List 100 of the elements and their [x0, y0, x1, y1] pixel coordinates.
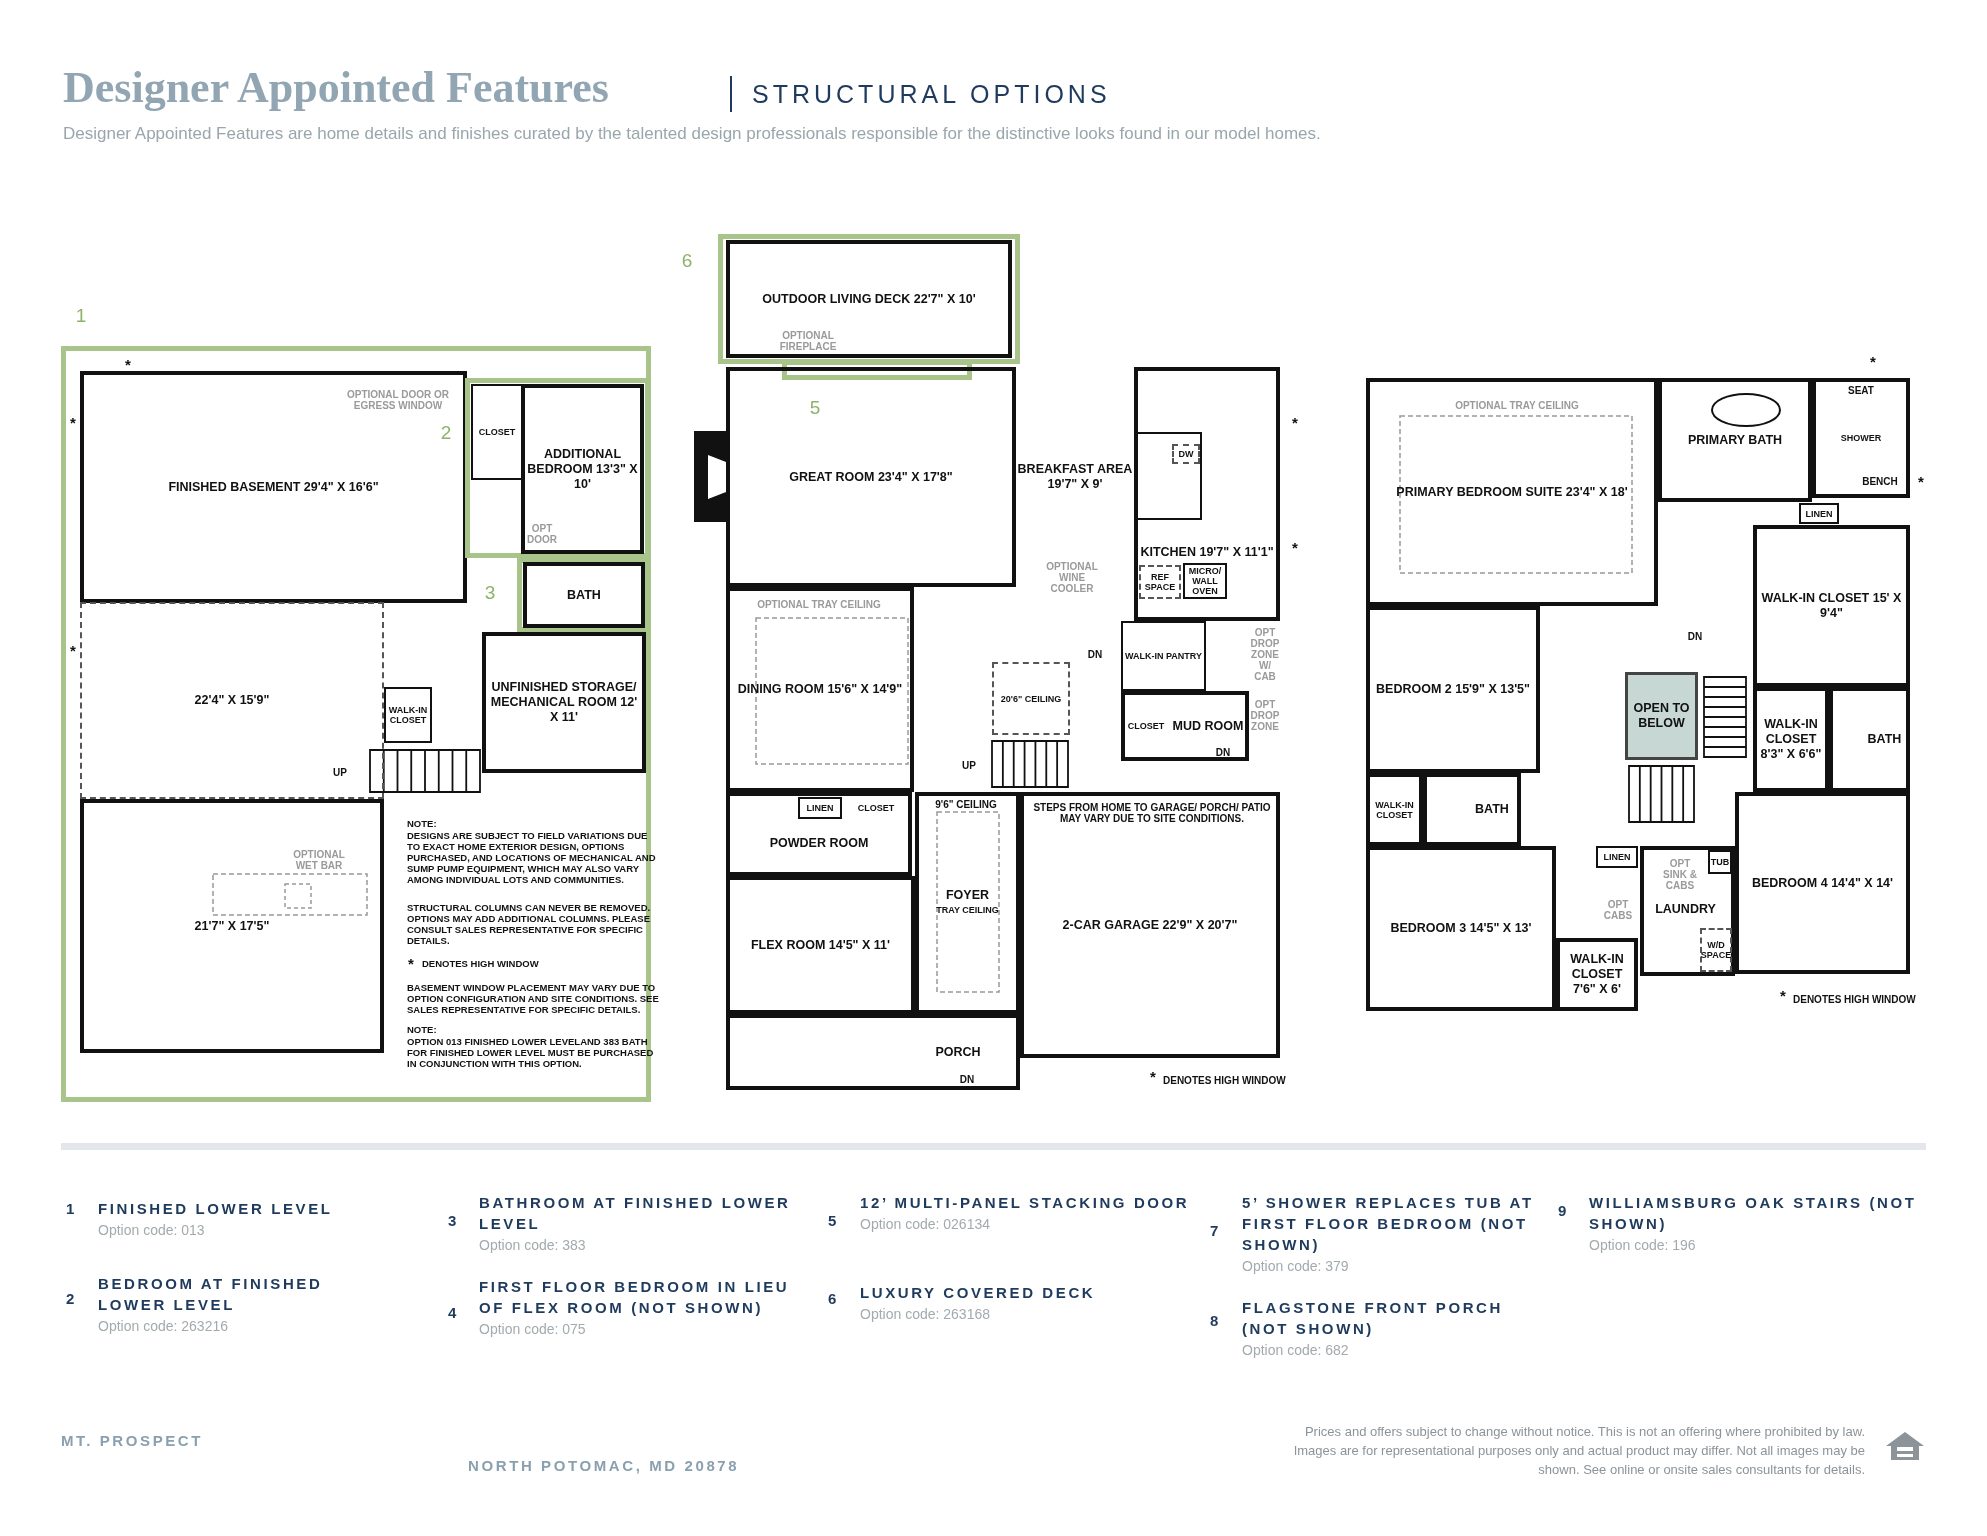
plan-note: OPT SINK & CABS — [1662, 857, 1698, 891]
option-code: Option code: 196 — [1589, 1236, 1697, 1255]
room-label: REF SPACE — [1143, 572, 1177, 592]
asterisk-mark: * — [1918, 473, 1924, 489]
room-label: MICRO/ WALL OVEN — [1187, 566, 1223, 596]
room-outline — [1753, 687, 1829, 792]
room-outline — [1735, 792, 1910, 974]
room-label: BEDROOM 4 14'4" X 14' — [1751, 875, 1894, 891]
plan-note: OPTIONAL WINE COOLER — [1045, 560, 1099, 594]
option-number: 6 — [828, 1290, 837, 1307]
option-number: 6 — [681, 251, 693, 271]
room-label: BEDROOM 2 15'9" X 13'5" — [1376, 682, 1530, 697]
room-outline — [482, 632, 646, 773]
room-label: CLOSET — [857, 803, 895, 813]
plan-note: OPTIONAL WET BAR — [292, 849, 346, 871]
disclaimer-text: Prices and offers subject to change without notice. This is not an offering where prohibited by law. Images are for representational purposes only and actual product may differ. Not all images may be shown. See online or onsite sales consultants for details. — [1292, 1423, 1865, 1479]
note-text: NOTE: — [407, 818, 438, 829]
room-label: WALK-IN CLOSET — [1374, 799, 1415, 820]
room-label: BATH — [1867, 732, 1902, 747]
option-title: BATHROOM AT FINISHED LOWER LEVEL — [479, 1193, 792, 1234]
room-label: 2-CAR GARAGE 22'9" X 20'7" — [1062, 917, 1238, 933]
plan-note: OPT DROP ZONE — [1250, 698, 1280, 732]
room-label: WALK-IN PANTRY — [1125, 651, 1202, 661]
plan-note: OPTIONAL TRAY CEILING — [1455, 399, 1579, 411]
asterisk-mark: * — [70, 642, 76, 658]
room-label: TRAY CEILING — [936, 904, 999, 917]
subtitle: Designer Appointed Features are home details and finishes curated by the talented design professionals responsible for the distinctive looks found in our model homes. — [63, 124, 1321, 144]
room-outline — [1121, 691, 1249, 761]
closet-outline — [1121, 621, 1206, 691]
plan-note: STEPS FROM HOME TO GARAGE/ PORCH/ PATIO MAY VARY DUE TO SITE CONDITIONS. — [1032, 802, 1272, 824]
room-label: LAUNDRY — [1655, 902, 1716, 917]
room-label: FINISHED BASEMENT 29'4" X 16'6" — [168, 479, 379, 495]
asterisk-mark: * — [408, 955, 414, 971]
asterisk-mark: * — [1780, 987, 1786, 1003]
plan-note: OPTIONAL DOOR OR EGRESS WINDOW — [345, 389, 450, 411]
room-label: 22'4" X 15'9" — [194, 693, 270, 708]
room-label: TUB — [1710, 857, 1730, 867]
room-label: W/D SPACE — [1700, 940, 1732, 960]
room-label: OPEN TO BELOW — [1632, 701, 1691, 731]
closet-outline — [1596, 846, 1638, 868]
option-number: 8 — [1210, 1312, 1219, 1329]
room-label: PRIMARY BATH — [1687, 432, 1783, 448]
asterisk-mark: * — [70, 414, 76, 430]
open-area — [1625, 672, 1698, 760]
option-code: Option code: 075 — [479, 1320, 587, 1339]
section-heading: STRUCTURAL OPTIONS — [752, 80, 1111, 109]
option-title: 12’ MULTI-PANEL STACKING DOOR — [860, 1193, 1190, 1213]
plan-note: DN — [1087, 648, 1103, 660]
dashed-outline — [1139, 565, 1181, 599]
room-label: BREAKFAST AREA 19'7" X 9' — [1016, 462, 1134, 492]
room-label: WALK-IN CLOSET 7'6" X 6' — [1569, 952, 1625, 997]
room-label: LINEN — [806, 803, 834, 813]
room-label: 21'7" X 17'5" — [194, 918, 270, 934]
room-outline — [1829, 687, 1910, 792]
option-number: 3 — [484, 583, 496, 603]
room-label: ADDITIONAL BEDROOM 13'3" X 10' — [526, 446, 639, 492]
option-code: Option code: 263168 — [860, 1305, 991, 1324]
plan-note: UP — [333, 766, 347, 778]
room-label: UNFINISHED STORAGE/ MECHANICAL ROOM 12' X 11' — [489, 680, 639, 725]
room-label: WALK-IN CLOSET 15' X 9'4" — [1760, 591, 1903, 621]
note-text: DESIGNS ARE SUBJECT TO FIELD VARIATIONS DUE TO EXACT HOME EXTERIOR DESIGN, OPTIONS PURCHASED, AND LOCATIONS OF MECHANICAL AND SUMP PUMP EQUIPMENT, WHICH MAY ALSO VARY AMONG INDIVIDUAL LOTS AND COMMUNITIES. — [407, 830, 657, 885]
plan-note: DN — [1215, 746, 1231, 758]
room-label: WALK-IN CLOSET — [387, 705, 429, 725]
plan-note: OPTIONAL FIREPLACE — [778, 330, 838, 352]
note-text: OPTION 013 FINISHED LOWER LEVELAND 383 BATH FOR FINISHED LOWER LEVEL MUST BE PURCHASED IN CONJUNCTION WITH THIS OPTION. — [407, 1036, 655, 1069]
option-code: Option code: 013 — [98, 1221, 206, 1240]
option-title: LUXURY COVERED DECK — [860, 1283, 1097, 1303]
room-label: SHOWER — [1840, 433, 1882, 443]
option-number: 9 — [1558, 1202, 1567, 1219]
room-outline — [80, 371, 467, 603]
plan-note: SEAT — [1848, 384, 1874, 396]
plan-note: 9'6" CEILING — [935, 798, 997, 810]
plan-note: UP — [962, 759, 976, 771]
asterisk-mark: * — [1292, 539, 1298, 555]
room-outline — [726, 587, 914, 792]
dashed-outline — [80, 602, 384, 799]
room-outline — [521, 384, 644, 554]
asterisk-mark: * — [1292, 414, 1298, 430]
room-outline — [1753, 525, 1910, 687]
plan-note: OPTIONAL TRAY CEILING — [756, 598, 882, 610]
room-outline — [726, 876, 915, 1014]
room-outline — [1556, 938, 1638, 1011]
option-code: Option code: 026134 — [860, 1215, 991, 1234]
room-label: FLEX ROOM 14'5" X 11' — [751, 937, 890, 953]
option-code: Option code: 263216 — [98, 1317, 229, 1336]
option-title: WILLIAMSBURG OAK STAIRS (NOT SHOWN) — [1589, 1193, 1918, 1234]
room-outline — [1423, 773, 1521, 846]
note-text: BASEMENT WINDOW PLACEMENT MAY VARY DUE TO OPTION CONFIGURATION AND SITE CONDITIONS. SEE SALES REPRESENTATIVE FOR SPECIFIC DETAILS. — [407, 982, 659, 1015]
room-outline — [726, 367, 1016, 587]
room-label: PORCH — [935, 1044, 981, 1060]
room-outline — [523, 562, 645, 628]
option-number: 1 — [75, 306, 87, 326]
room-outline — [1020, 792, 1280, 1058]
room-label: FOYER — [945, 888, 990, 903]
closet-outline — [1708, 850, 1732, 874]
option-number: 4 — [448, 1304, 457, 1321]
room-label: POWDER ROOM — [769, 835, 869, 851]
room-outline — [726, 792, 912, 876]
room-outline — [1640, 846, 1735, 976]
plan-note: DENOTES HIGH WINDOW — [1793, 994, 1916, 1005]
